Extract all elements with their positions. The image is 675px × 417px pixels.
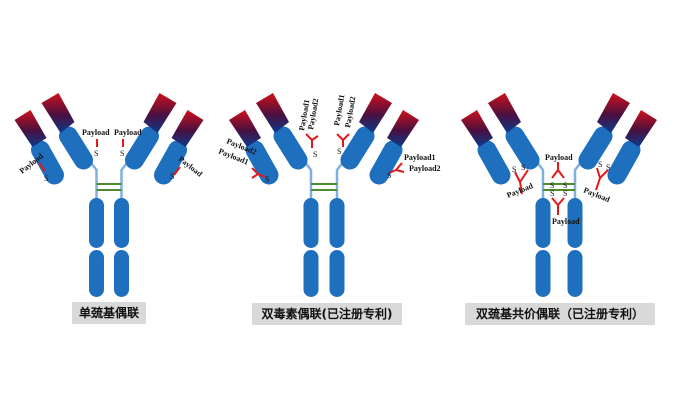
payload-label: Payload xyxy=(82,128,110,137)
caption-single-thiol: 单巯基偶联 xyxy=(72,302,146,324)
left-half xyxy=(567,93,657,297)
svg-text:S: S xyxy=(521,163,525,172)
heavy-chain-ch3 xyxy=(329,250,345,297)
svg-text:S: S xyxy=(563,181,567,190)
svg-text:S: S xyxy=(606,163,610,172)
payload-label: Payload2 xyxy=(409,164,441,173)
heavy-chain-variable xyxy=(359,93,392,133)
heavy-chain-variable xyxy=(256,93,289,133)
heavy-chain-ch1 xyxy=(578,126,613,170)
payloads-panel-2 xyxy=(251,133,405,179)
heavy-chain-ch2 xyxy=(535,198,551,248)
light-chain-variable xyxy=(461,110,493,147)
light-chain-variable xyxy=(171,110,204,147)
payload-label: Payload xyxy=(177,154,205,178)
payload-label: Payload1 xyxy=(404,153,436,162)
disulfide-labels-panel-3: S S S S S S S S xyxy=(512,160,610,198)
payloads-panel-3 xyxy=(514,162,609,215)
heavy-chain-variable xyxy=(597,93,630,133)
light-chain-variable xyxy=(387,110,419,147)
light-chain-variable xyxy=(625,110,657,147)
sulfur-label: S xyxy=(265,175,269,184)
heavy-chain-ch1 xyxy=(505,126,540,170)
antibody-dual-toxin xyxy=(229,93,419,297)
caption-dual-toxin: 双毒素偶联(已注册专利) xyxy=(252,303,402,325)
svg-text:S: S xyxy=(563,189,567,198)
light-chain-variable xyxy=(14,110,47,147)
sulfur-label: S xyxy=(170,172,174,181)
heavy-chain-ch2 xyxy=(89,198,104,248)
svg-text:S: S xyxy=(512,165,516,174)
heavy-chain-variable xyxy=(41,93,75,133)
caption-dual-thiol: 双巯基共价偶联（已注册专利） xyxy=(465,303,655,325)
light-chain-cl xyxy=(477,140,511,185)
right-half xyxy=(461,93,551,297)
antibody-dual-thiol xyxy=(461,93,657,297)
heavy-chain-ch1 xyxy=(273,126,308,170)
heavy-chain-variable xyxy=(143,93,177,133)
sulfur-label: S xyxy=(387,171,391,180)
heavy-chain-ch1 xyxy=(59,126,93,170)
sulfur-label: S xyxy=(337,147,341,156)
heavy-chain-ch3 xyxy=(535,250,551,297)
left-half xyxy=(329,93,419,297)
heavy-chain-ch3 xyxy=(89,250,104,297)
light-chain-cl xyxy=(607,140,641,185)
left-half xyxy=(114,93,204,297)
heavy-chain-ch2 xyxy=(303,198,319,248)
antibody-single-thiol xyxy=(14,93,204,297)
heavy-chain-variable xyxy=(488,93,521,133)
light-chain-variable xyxy=(229,110,261,147)
heavy-chain-ch2 xyxy=(567,198,583,248)
heavy-chain-ch3 xyxy=(303,250,319,297)
heavy-chain-ch2 xyxy=(114,198,129,248)
svg-text:S: S xyxy=(550,181,554,190)
heavy-chain-ch1 xyxy=(340,126,375,170)
payloads-panel-1 xyxy=(38,139,181,176)
light-chain-cl xyxy=(31,140,64,185)
sulfur-label: S xyxy=(44,174,48,183)
heavy-chain-ch2 xyxy=(329,198,345,248)
heavy-chain-ch3 xyxy=(114,250,129,297)
sulfur-label: S xyxy=(313,150,317,159)
svg-text:S: S xyxy=(598,160,602,169)
svg-text:S: S xyxy=(550,189,554,198)
sulfur-label: S xyxy=(120,149,124,158)
heavy-chain-ch3 xyxy=(567,250,583,297)
payload-label: Payload xyxy=(114,128,142,137)
light-chain-cl xyxy=(245,140,279,185)
payload-label: Payload xyxy=(552,217,580,226)
sulfur-label: S xyxy=(94,149,98,158)
right-half xyxy=(14,93,104,297)
light-chain-cl xyxy=(154,140,187,185)
heavy-chain-ch1 xyxy=(125,126,159,170)
payload-label: Payload xyxy=(545,153,573,162)
light-chain-cl xyxy=(369,140,403,185)
